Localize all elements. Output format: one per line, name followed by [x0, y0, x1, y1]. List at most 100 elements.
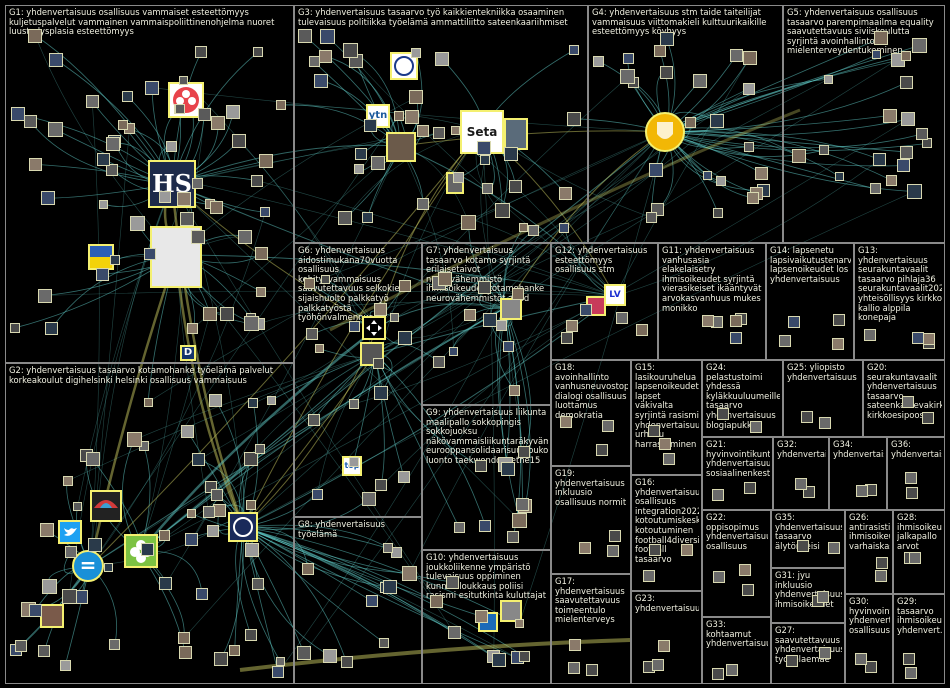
account-node[interactable] [875, 570, 887, 582]
account-node[interactable] [739, 564, 751, 576]
account-node[interactable] [646, 212, 657, 223]
account-node[interactable] [519, 651, 530, 662]
account-node[interactable] [580, 304, 592, 316]
account-node[interactable] [435, 52, 449, 66]
account-node[interactable] [48, 122, 63, 137]
account-node[interactable] [916, 128, 928, 140]
account-node[interactable] [244, 316, 259, 331]
account-node[interactable] [312, 489, 323, 500]
account-node[interactable] [323, 649, 337, 663]
account-node[interactable] [145, 81, 159, 95]
account-node[interactable] [870, 183, 881, 194]
account-node[interactable] [907, 184, 922, 199]
account-node[interactable] [492, 653, 506, 667]
account-node[interactable] [203, 506, 215, 518]
account-node[interactable] [658, 640, 670, 652]
account-node[interactable] [374, 386, 388, 400]
account-node[interactable] [623, 53, 634, 64]
account-node[interactable] [11, 107, 25, 121]
account-node[interactable] [192, 453, 205, 466]
account-node[interactable] [559, 223, 569, 233]
account-node[interactable] [181, 425, 194, 438]
account-node[interactable] [518, 446, 530, 458]
account-node[interactable] [475, 610, 488, 623]
account-node[interactable] [362, 212, 373, 223]
account-node[interactable] [874, 31, 888, 45]
account-node[interactable] [97, 153, 110, 166]
account-node[interactable] [643, 570, 655, 582]
account-node[interactable] [596, 444, 608, 456]
account-node[interactable] [616, 312, 628, 324]
account-node[interactable] [660, 32, 674, 46]
account-node[interactable] [693, 74, 707, 88]
account-node[interactable] [63, 476, 73, 486]
account-node[interactable] [260, 207, 270, 217]
account-node[interactable] [496, 320, 507, 331]
account-node[interactable] [559, 187, 572, 200]
account-node[interactable] [912, 332, 924, 344]
account-node[interactable] [178, 632, 190, 644]
account-node[interactable] [824, 75, 833, 84]
account-node[interactable] [817, 591, 829, 603]
account-node[interactable] [451, 126, 460, 135]
account-node[interactable] [177, 192, 191, 206]
account-node[interactable] [362, 492, 376, 506]
account-node[interactable] [586, 664, 598, 676]
account-node[interactable] [712, 489, 724, 501]
account-node[interactable] [828, 542, 840, 554]
account-node[interactable] [515, 619, 524, 628]
account-node[interactable] [730, 49, 743, 62]
account-node[interactable] [195, 46, 207, 58]
account-node[interactable] [349, 399, 359, 409]
group-box-g18[interactable]: G18: avoinhallinto vanhusneuvostop... di… [551, 360, 631, 466]
account-node[interactable] [73, 502, 82, 511]
account-node[interactable] [744, 482, 756, 494]
account-node[interactable] [110, 255, 120, 265]
account-node[interactable] [304, 278, 315, 289]
account-node[interactable] [703, 171, 712, 180]
account-node[interactable] [375, 479, 387, 491]
account-node[interactable] [446, 576, 459, 589]
account-node[interactable] [561, 332, 573, 344]
account-node[interactable] [786, 655, 798, 667]
account-node[interactable] [267, 396, 276, 405]
account-node[interactable] [417, 198, 429, 210]
account-node[interactable] [593, 56, 604, 67]
account-node[interactable] [256, 287, 266, 297]
account-node[interactable] [38, 645, 50, 657]
account-node[interactable] [40, 523, 54, 537]
account-node[interactable] [792, 149, 806, 163]
account-node[interactable] [394, 111, 404, 121]
group-box-g27[interactable]: G27: saavutettavuus yhdenvertaisuus tyoe… [771, 623, 845, 684]
account-node[interactable] [876, 557, 888, 569]
account-node[interactable] [338, 211, 352, 225]
account-node[interactable] [109, 639, 120, 650]
group-box-g22[interactable]: G22: oppisopimus yhdenvertaisuus osallis… [702, 510, 771, 617]
account-node[interactable] [716, 176, 726, 186]
account-node[interactable] [402, 566, 417, 581]
account-node[interactable] [248, 398, 258, 408]
account-node[interactable] [743, 83, 755, 95]
account-node[interactable] [211, 489, 223, 501]
account-node[interactable] [743, 51, 757, 65]
account-node[interactable] [923, 333, 935, 345]
account-node[interactable] [797, 540, 809, 552]
account-node[interactable] [659, 438, 671, 450]
account-node[interactable] [901, 51, 911, 61]
account-node[interactable] [252, 578, 264, 590]
account-node[interactable] [321, 275, 330, 284]
account-node[interactable] [433, 356, 445, 368]
group-box-g3[interactable]: G3: yhdenvertaisuus tasaarvo työ kaikkie… [294, 5, 588, 243]
account-node[interactable] [744, 142, 754, 152]
account-node[interactable] [901, 112, 915, 126]
account-node[interactable] [192, 178, 203, 189]
d-logo-node[interactable]: D [180, 345, 196, 361]
account-node[interactable] [355, 148, 367, 160]
account-node[interactable] [29, 604, 42, 617]
account-node[interactable] [86, 95, 99, 108]
account-node[interactable] [663, 453, 675, 465]
account-node[interactable] [702, 315, 714, 327]
account-node[interactable] [501, 462, 515, 476]
account-node[interactable] [832, 338, 844, 350]
account-node[interactable] [883, 109, 897, 123]
